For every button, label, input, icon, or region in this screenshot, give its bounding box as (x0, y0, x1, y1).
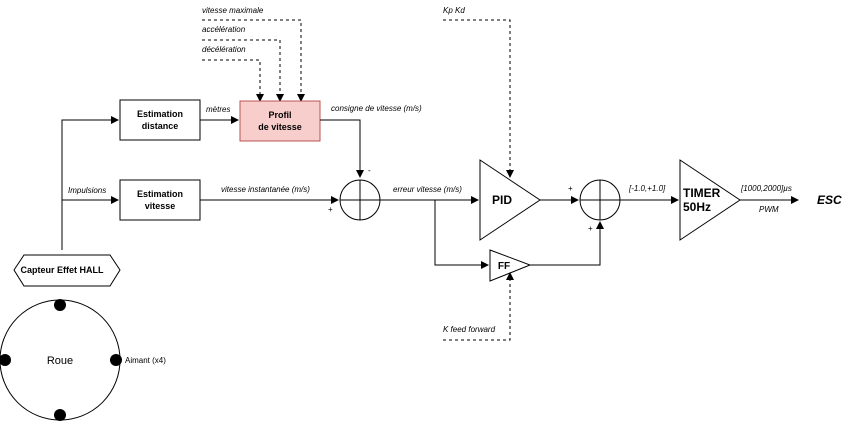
summing-junction-2 (579, 179, 621, 221)
estimation-distance-block (119, 99, 201, 141)
estimation-vitesse-block (119, 179, 201, 221)
profil-vitesse-line1: Profil (268, 110, 291, 120)
sum2-plus-bottom-sign: + (588, 224, 593, 233)
roue-wheel (0, 299, 122, 421)
profile-inputs: vitesse maximale accélération décélérati… (202, 6, 305, 102)
erreur-vitesse-label: erreur vitesse (m/s) (393, 185, 462, 194)
pid-label: PID (492, 193, 512, 207)
timer-line2: 50Hz (683, 200, 711, 214)
ff-to-sum2-wire (530, 221, 604, 266)
pid-block (479, 159, 541, 241)
profil-vitesse-line2: de vitesse (258, 122, 302, 132)
vitesse-maximale-label: vitesse maximale (202, 6, 264, 15)
command-range-label: [-1.0,+1.0] (628, 184, 666, 193)
impulsions-label: Impulsions (68, 186, 106, 195)
pwm-label: PWM (759, 205, 779, 214)
estimation-vitesse-line2: vitesse (145, 201, 176, 211)
magnet-right (110, 354, 122, 366)
sum2-plus-left-sign: + (568, 184, 573, 193)
vitesse-instantanee-label: vitesse instantanée (m/s) (221, 185, 310, 194)
pwm-range-label: [1000,2000]µs (740, 184, 792, 193)
roue-label: Roue (47, 355, 73, 367)
vitesse-max-dashed-wire (202, 19, 305, 102)
profil-vitesse-block (239, 100, 321, 142)
magnet-top (54, 299, 66, 311)
consigne-wire (320, 119, 364, 178)
summing-junction-1 (339, 179, 381, 221)
esc-label: ESC (817, 193, 842, 207)
deceleration-label: décélération (202, 45, 246, 54)
estimation-vitesse-line1: Estimation (137, 189, 183, 199)
kp-kd-label: Kp Kd (443, 6, 465, 15)
kp-kd-dashed-wire (443, 19, 514, 178)
erreur-to-ff-wire (434, 200, 489, 269)
estimation-distance-line1: Estimation (137, 109, 183, 119)
acceleration-dashed-wire (202, 39, 284, 102)
capteur-hall-label: Capteur Effet HALL (21, 265, 105, 275)
timer-block (679, 159, 741, 241)
deceleration-dashed-wire (202, 59, 264, 102)
ff-label: FF (498, 261, 510, 272)
sum1-plus-sign: + (328, 205, 333, 214)
estimation-distance-line2: distance (142, 121, 179, 131)
capteur-hall-block (13, 254, 121, 287)
sensor-to-distance-wire (61, 116, 119, 250)
magnet-left (0, 354, 11, 366)
sum1-minus-sign: - (368, 166, 371, 175)
k-ff-dashed-wire (443, 272, 514, 341)
metres-label: mètres (206, 105, 230, 114)
k-feed-forward-label: K feed forward (443, 325, 496, 334)
consigne-label: consigne de vitesse (m/s) (331, 104, 422, 113)
aimant-label: Aimant (x4) (125, 356, 166, 365)
acceleration-label: accélération (202, 25, 246, 34)
magnet-bottom (54, 409, 66, 421)
timer-line1: TIMER (683, 186, 721, 200)
